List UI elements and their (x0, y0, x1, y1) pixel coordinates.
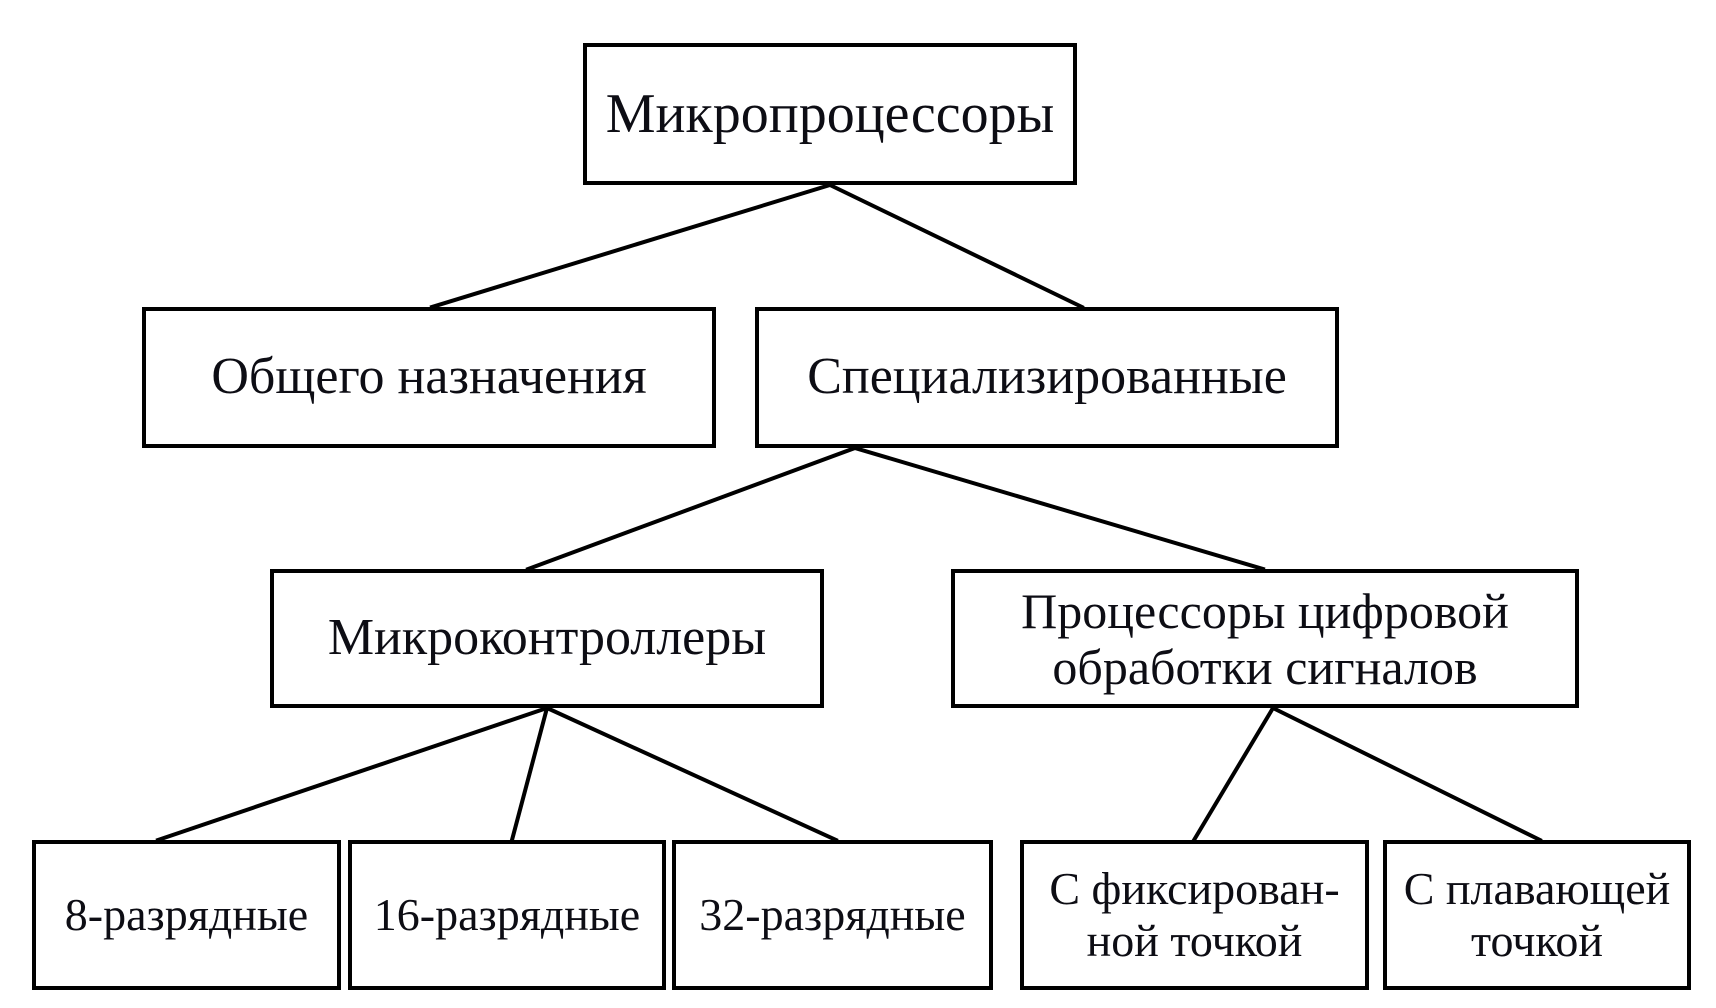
node-digital-signal-processors[interactable]: Процессоры цифровой обработки сигналов (951, 569, 1579, 708)
node-label: Микроконтроллеры (327, 609, 767, 667)
edge-dsp-to-float (1270, 705, 1543, 843)
node-microprocessors[interactable]: Микропроцессоры (583, 43, 1077, 185)
node-general-purpose[interactable]: Общего назначения (142, 307, 716, 448)
node-fixed-point[interactable]: С фиксирован- ной точкой (1020, 840, 1369, 990)
node-floating-point[interactable]: С плавающей точкой (1383, 840, 1691, 990)
edge-mcu-to-b32 (544, 705, 839, 843)
node-8-bit[interactable]: 8-разрядные (32, 840, 341, 990)
node-label: 32-разрядные (699, 889, 966, 941)
node-label: Микропроцессоры (605, 82, 1055, 145)
node-label: Специализированные (807, 348, 1287, 406)
node-label: 8-разрядные (64, 889, 309, 941)
node-label: С фиксирован- ной точкой (1049, 863, 1340, 966)
node-label: Общего назначения (211, 348, 647, 406)
edge-mcu-to-b8 (155, 705, 550, 843)
edge-mcu-to-b16 (509, 705, 550, 843)
edge-special-to-mcu (525, 445, 858, 572)
node-16-bit[interactable]: 16-разрядные (348, 840, 666, 990)
edge-special-to-dsp (852, 445, 1266, 572)
node-32-bit[interactable]: 32-разрядные (672, 840, 993, 990)
node-specialized[interactable]: Специализированные (755, 307, 1339, 448)
edge-root-to-special (827, 182, 1085, 310)
node-label: 16-разрядные (373, 889, 641, 941)
node-label: С плавающей точкой (1403, 863, 1671, 966)
node-label: Процессоры цифровой обработки сигналов (1021, 582, 1509, 695)
node-microcontrollers[interactable]: Микроконтроллеры (270, 569, 824, 708)
edge-dsp-to-fixed (1191, 705, 1276, 843)
edge-root-to-general (429, 182, 833, 310)
